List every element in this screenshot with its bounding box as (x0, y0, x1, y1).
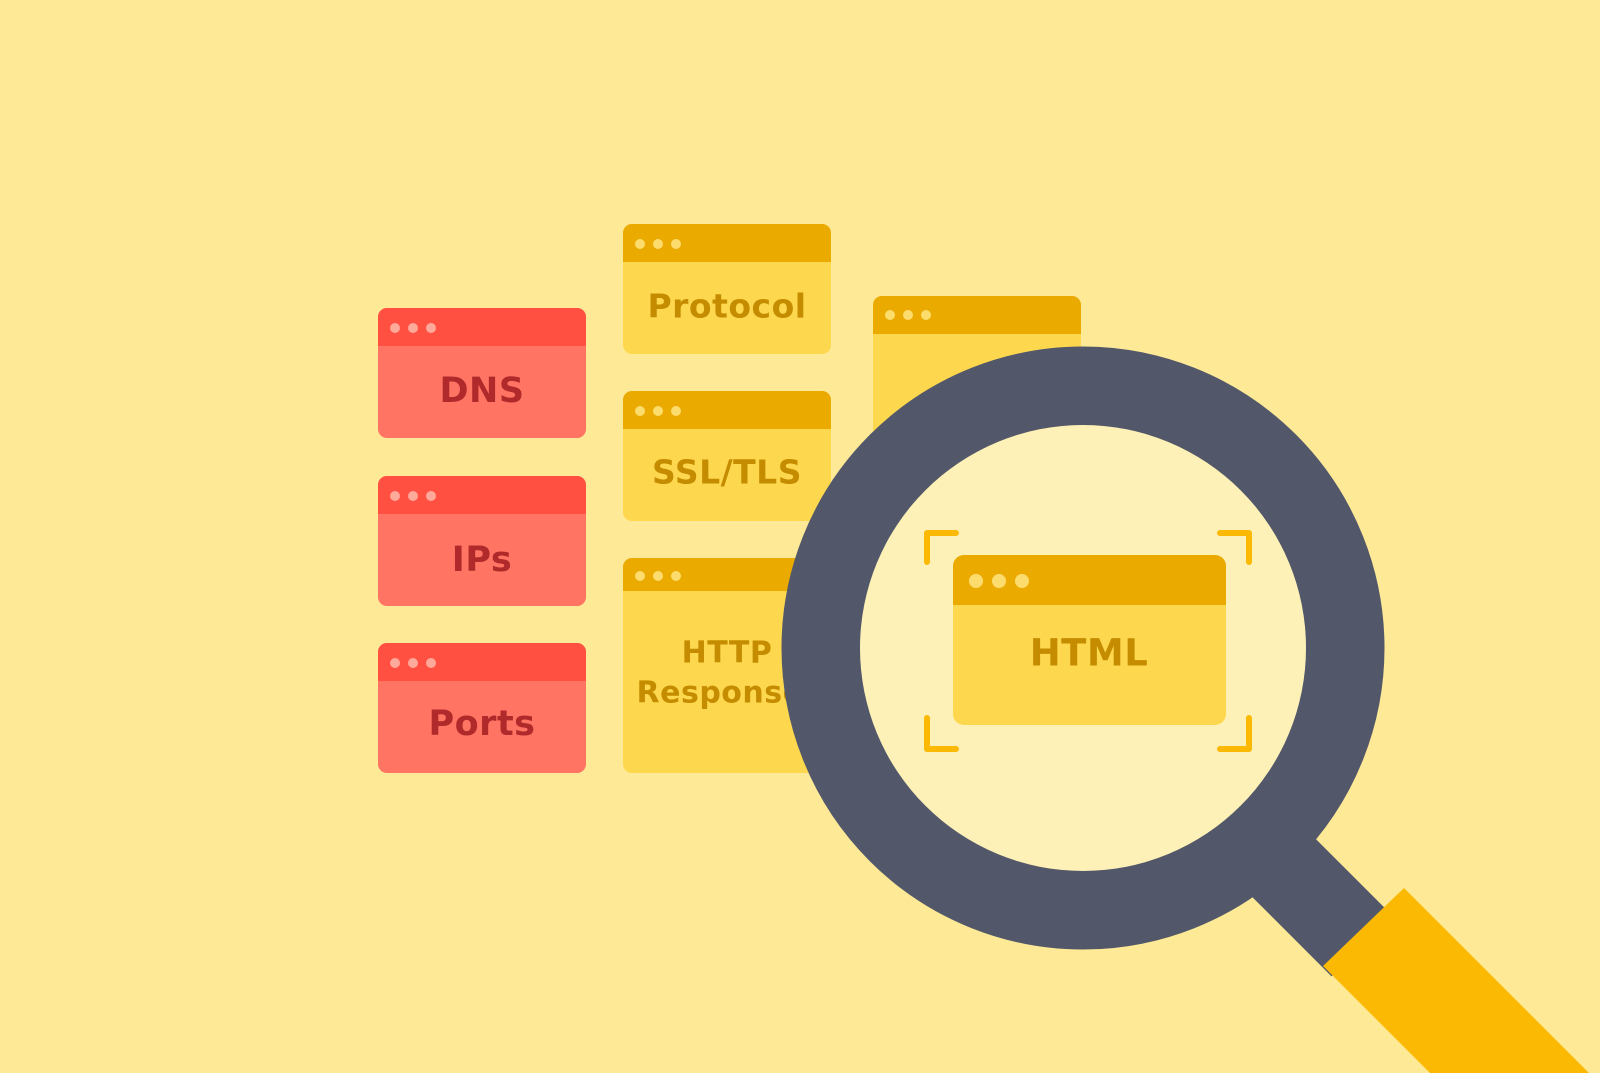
lens-content: HTML (924, 530, 1252, 752)
card-ssl-tls: SSL/TLS (623, 391, 831, 521)
magnifier-handle (1323, 888, 1600, 1073)
card-title-bar (378, 476, 586, 514)
magnifier-shaft (1252, 836, 1393, 977)
card-label-response: Response (637, 676, 804, 711)
window-controls-icon (635, 406, 681, 416)
card-label-ports: Ports (428, 704, 535, 744)
card-title-bar (623, 391, 831, 429)
card-title-bar (378, 308, 586, 346)
card-label-protocol: Protocol (647, 287, 806, 326)
card-title-bar (378, 643, 586, 681)
window-controls-icon (635, 239, 681, 249)
focus-brackets-icon (924, 530, 1252, 752)
card-protocol: Protocol (623, 224, 831, 354)
window-controls-icon (969, 574, 1029, 588)
card-label-dns: DNS (439, 371, 524, 411)
window-controls-icon (635, 571, 681, 581)
card-title-bar (873, 296, 1081, 334)
card-body (623, 558, 831, 773)
card-title-bar (953, 555, 1226, 605)
card-label-ips: IPs (452, 540, 512, 580)
card-label-ssl-tls: SSL/TLS (652, 453, 802, 492)
card-title-bar (623, 558, 831, 591)
window-controls-icon (390, 491, 436, 501)
window-controls-icon (390, 658, 436, 668)
card-http-response: HTTP Response (623, 558, 831, 773)
window-controls-icon (885, 310, 931, 320)
window-controls-icon (390, 323, 436, 333)
card-label-http: HTTP (682, 636, 773, 671)
card-ips: IPs (378, 476, 586, 606)
card-html: HTML (953, 555, 1226, 725)
card-title-bar (623, 224, 831, 262)
card-dns: DNS (378, 308, 586, 438)
card-label-html: HTML (1030, 632, 1149, 675)
card-ports: Ports (378, 643, 586, 773)
magnifier-frame (781, 346, 1385, 950)
